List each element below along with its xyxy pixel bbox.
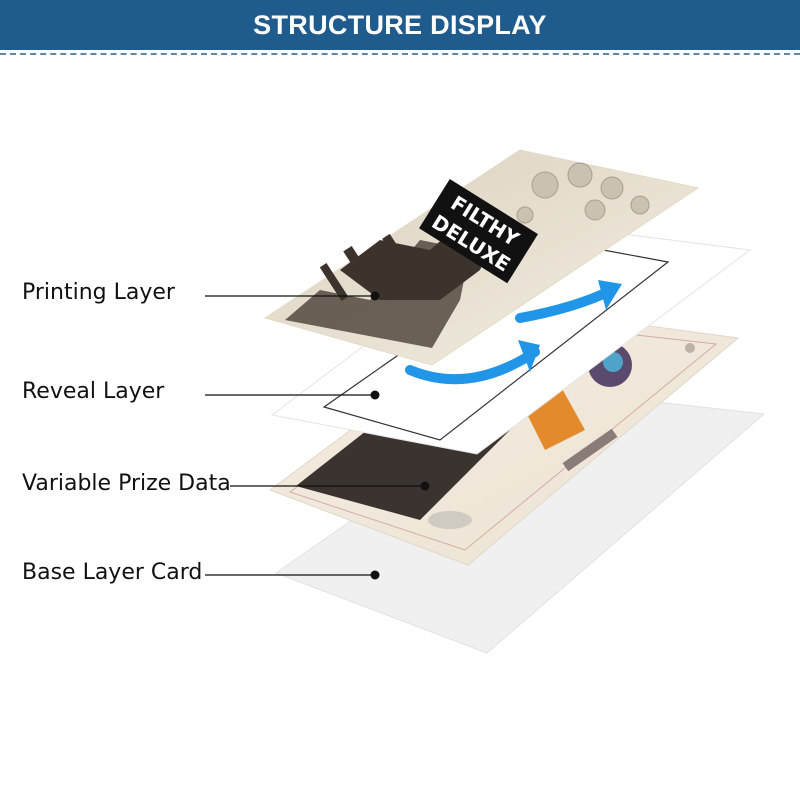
variable-pointer-dot xyxy=(421,482,430,491)
reveal-pointer-dot xyxy=(371,391,380,400)
label-variable-prize-data: Variable Prize Data xyxy=(22,471,231,496)
label-printing-layer: Printing Layer xyxy=(22,280,175,305)
base-pointer-dot xyxy=(371,571,380,580)
label-reveal-layer: Reveal Layer xyxy=(22,379,164,404)
printing-pointer-dot xyxy=(371,292,380,301)
label-base-layer-card: Base Layer Card xyxy=(22,560,202,585)
